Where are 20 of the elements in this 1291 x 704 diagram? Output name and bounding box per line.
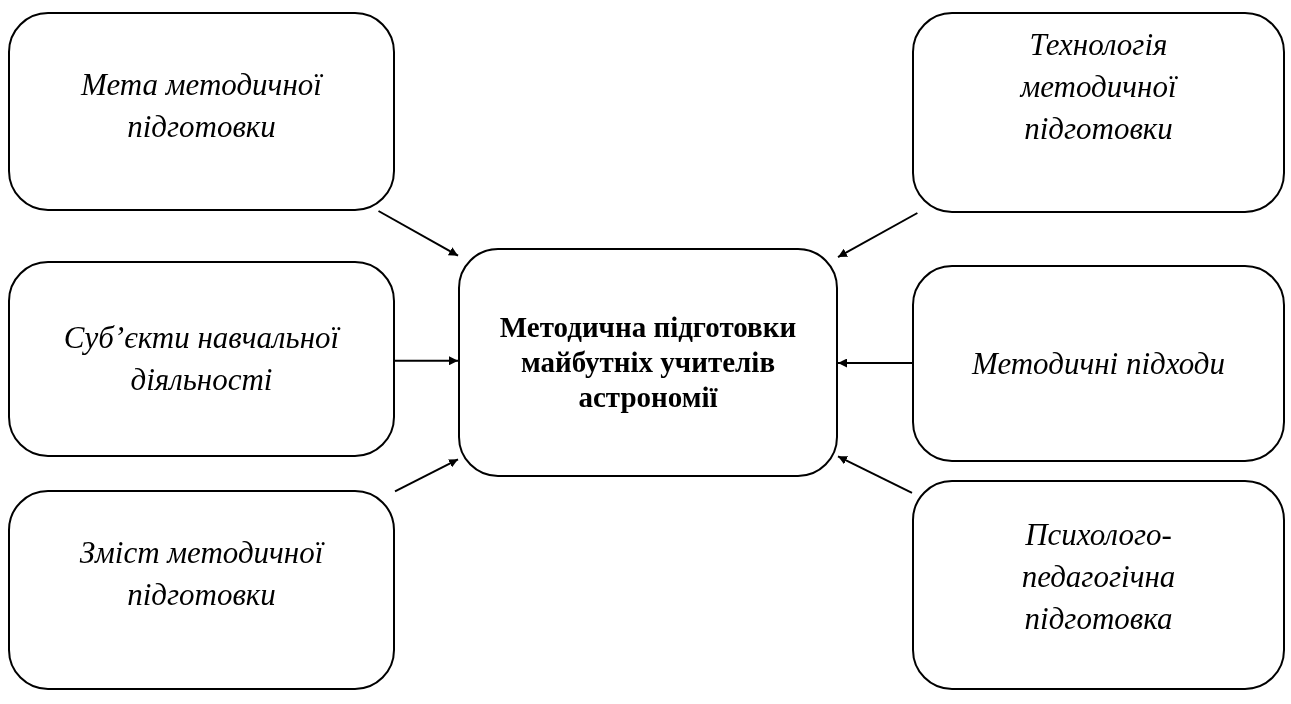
box-label: Методичні підходи bbox=[972, 344, 1225, 383]
box-label: Суб’єкти навчальної діяльності bbox=[62, 319, 342, 399]
central-concept-box bbox=[458, 248, 838, 477]
box-label: Мета методичної підготовки bbox=[79, 66, 324, 146]
arrow bbox=[394, 458, 459, 493]
component-box bbox=[912, 480, 1285, 690]
box-label: Методична підготовки майбутніх учителів астрономії bbox=[498, 310, 798, 415]
component-box bbox=[8, 12, 395, 211]
component-box bbox=[8, 261, 395, 457]
arrow bbox=[394, 356, 459, 366]
box-label: Психолого-педагогічна підготовка bbox=[1020, 516, 1177, 638]
arrow bbox=[837, 358, 913, 368]
arrow bbox=[837, 455, 913, 494]
arrow bbox=[377, 210, 459, 257]
component-box bbox=[912, 265, 1285, 462]
box-label: Зміст методичної підготовки bbox=[78, 534, 326, 614]
arrow bbox=[837, 212, 919, 259]
box-label: Технологія методичної підготовки bbox=[1018, 26, 1179, 148]
component-box bbox=[8, 490, 395, 690]
component-box bbox=[912, 12, 1285, 213]
